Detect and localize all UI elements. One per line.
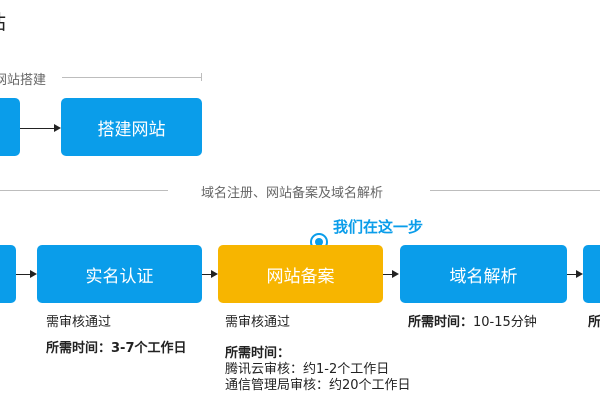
dns-time-label: 所需时间： bbox=[408, 315, 474, 330]
next-step-note: 所 bbox=[588, 315, 600, 330]
flow-box-build-site: 搭建网站 bbox=[61, 98, 202, 156]
section-label-build: 网站搭建 bbox=[0, 73, 47, 88]
arrow-head-icon bbox=[30, 270, 37, 278]
arrow-to-dns bbox=[383, 274, 393, 275]
beian-tencent-note: 腾讯云审核：约1-2个工作日 bbox=[225, 362, 390, 377]
flow-box-dns: 域名解析 bbox=[400, 245, 567, 303]
arrow-to-beian bbox=[202, 274, 212, 275]
section-label-domain: 域名注册、网站备案及域名解析 bbox=[201, 186, 384, 201]
section-divider-left bbox=[0, 190, 168, 191]
arrow-to-build bbox=[20, 128, 56, 129]
section-divider-right bbox=[430, 190, 600, 191]
page-title: 站 bbox=[0, 6, 6, 35]
arrow-head-icon bbox=[392, 270, 399, 278]
flow-box-next-step bbox=[583, 245, 600, 303]
arrow-to-next bbox=[567, 274, 577, 275]
arrow-head-icon bbox=[54, 124, 61, 132]
dns-time-value: 10-15分钟 bbox=[473, 315, 537, 330]
flow-box-realname: 实名认证 bbox=[37, 245, 202, 303]
arrow-head-icon bbox=[211, 270, 218, 278]
arrow-head-icon bbox=[576, 270, 583, 278]
beian-review-note: 需审核通过 bbox=[225, 315, 291, 330]
section-divider-end bbox=[201, 73, 202, 81]
current-step-callout: 我们在这一步 bbox=[333, 218, 424, 236]
realname-review-note: 需审核通过 bbox=[46, 315, 112, 330]
beian-miit-note: 通信管理局审核：约20个工作日 bbox=[225, 378, 411, 393]
arrow-to-realname bbox=[16, 274, 32, 275]
flow-box-domain-register bbox=[0, 245, 16, 303]
realname-time-note: 所需时间：3-7个工作日 bbox=[46, 341, 187, 356]
flow-box-beian: 网站备案 bbox=[218, 245, 383, 303]
section-divider-build bbox=[62, 77, 202, 78]
dns-time-note: 所需时间：10-15分钟 bbox=[408, 315, 537, 331]
beian-time-title: 所需时间： bbox=[225, 346, 291, 361]
flow-box-prev-step bbox=[0, 98, 20, 156]
